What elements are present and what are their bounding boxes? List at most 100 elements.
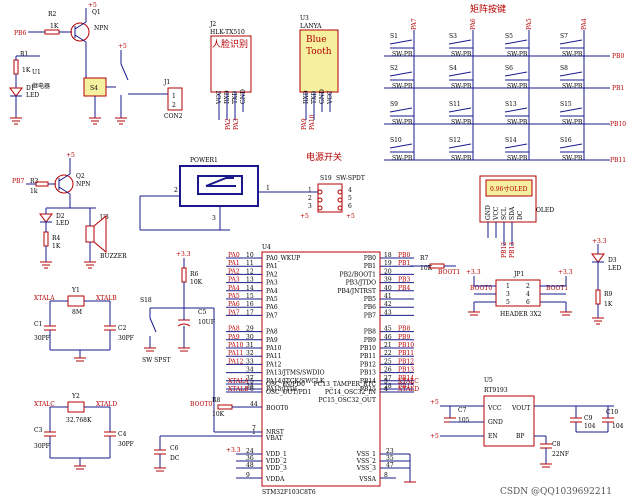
mcu-body bbox=[261, 251, 381, 487]
r7-label: R7 bbox=[420, 255, 429, 262]
oled-ref: OLED bbox=[536, 207, 554, 214]
mcu-pin-name: PB7 bbox=[364, 312, 376, 319]
jp1-boot0: BOOT0 bbox=[470, 285, 492, 292]
mcu-pin-name: PC13_TAMPER_RTC bbox=[314, 381, 377, 388]
mcu-pin-name: OSC_OUT/PD1 bbox=[266, 389, 311, 396]
c2-label: C2 bbox=[118, 325, 127, 332]
crystal-y2-block: XTALC XTALD Y2 32.768K C3 30PF C4 30PF bbox=[34, 393, 134, 470]
mcu-pin-net: PA10 bbox=[228, 342, 244, 349]
j2-part: HLK-TX510 bbox=[210, 29, 245, 36]
mcu-pin-net: PA5 bbox=[228, 293, 240, 300]
svg-text:PA10: PA10 bbox=[309, 114, 316, 130]
d3-led bbox=[591, 253, 605, 263]
svg-text:1: 1 bbox=[172, 93, 176, 100]
svg-text:1: 1 bbox=[506, 283, 510, 290]
svg-text:PB13: PB13 bbox=[509, 242, 516, 258]
jp1-boot1: BOOT1 bbox=[546, 285, 568, 292]
mcu-pin-name: PA7 bbox=[266, 312, 278, 319]
reset-block: +3.3 R6 10K S18 SW SPST C5 10UF bbox=[140, 251, 262, 433]
s19-label: S19 bbox=[320, 175, 332, 182]
mcu-pin-number: 44 bbox=[250, 401, 258, 408]
svg-text:PA9: PA9 bbox=[301, 118, 308, 130]
key-type: SW-PB bbox=[451, 51, 472, 58]
mcu-pin-name: PA1 bbox=[266, 263, 278, 270]
bt-label2: Tooth bbox=[306, 47, 332, 57]
crystal-y1-block: XTALA XTALB Y1 8M C1 30PF C2 30PF bbox=[34, 287, 134, 362]
mcu-pin-name: VSS_3 bbox=[356, 465, 376, 472]
mcu-pin-number: 11 bbox=[246, 260, 254, 267]
mcu-pin-name: VSS_1 bbox=[356, 451, 376, 458]
mcu-pin-name: PB14 bbox=[360, 378, 376, 385]
r6-value: 10K bbox=[190, 279, 203, 286]
mcu-pin-net: PA9 bbox=[228, 334, 240, 341]
svg-text:2: 2 bbox=[174, 187, 178, 194]
key-type: SW-PB bbox=[507, 119, 528, 126]
matrix-title: 矩阵按键 bbox=[470, 3, 506, 15]
svg-text:PA2: PA2 bbox=[225, 118, 232, 130]
d2-label: D2 bbox=[56, 213, 65, 220]
j2-body bbox=[210, 35, 252, 93]
q1-label: Q1 bbox=[92, 9, 101, 16]
mcu-pin-net: XTALC bbox=[398, 378, 419, 385]
x1-a: XTALA bbox=[34, 295, 55, 302]
u5-in: +5 bbox=[430, 399, 439, 406]
mcu-pin-name: PA11 bbox=[266, 353, 281, 360]
mcu-pin-name: OSC_IN/PD0 bbox=[266, 381, 305, 388]
mcu-pin-net: PB4 bbox=[398, 285, 410, 292]
svg-text:VCC: VCC bbox=[487, 405, 502, 412]
svg-text:2: 2 bbox=[172, 102, 176, 109]
mcu-pin-net: PB0 bbox=[398, 252, 410, 259]
mcu-pin-number: 28 bbox=[384, 383, 392, 390]
r4-resistor bbox=[43, 231, 49, 247]
mcu-pin-name: PB9 bbox=[364, 337, 376, 344]
mcu-pin-net: XTALA bbox=[228, 378, 249, 385]
oled-body bbox=[479, 175, 537, 223]
q2-vcc: +5 bbox=[66, 152, 75, 159]
c1-label: C1 bbox=[34, 321, 42, 328]
mcu-pin-name: VDD_2 bbox=[265, 458, 287, 465]
svg-text:5: 5 bbox=[348, 195, 352, 202]
r9-value: 1K bbox=[604, 301, 613, 308]
key-type: SW-PB bbox=[392, 119, 413, 126]
mcu-pin-net: PA6 bbox=[228, 301, 240, 308]
mcu-pin-name: PB13 bbox=[360, 370, 376, 377]
c8-label: C8 bbox=[552, 441, 561, 448]
mcu-pin-number: 12 bbox=[246, 268, 254, 275]
net-pb0: PB0 bbox=[612, 53, 624, 60]
svg-text:3: 3 bbox=[212, 215, 216, 222]
relay-vcc: +5 bbox=[118, 43, 127, 50]
svg-text:GND: GND bbox=[488, 419, 503, 426]
svg-text:1: 1 bbox=[308, 187, 312, 194]
c10-value: 104 bbox=[612, 423, 624, 430]
mcu-pin-number: 26 bbox=[384, 367, 392, 374]
bt-part: LANYA bbox=[300, 23, 322, 30]
svg-text:PA3: PA3 bbox=[233, 118, 240, 130]
mcu-pin-net: PB10 bbox=[398, 342, 414, 349]
power-ref: POWER1 bbox=[190, 157, 218, 164]
net-pa7: PA7 bbox=[411, 18, 418, 30]
mcu-pin-name: BOOT0 bbox=[266, 405, 288, 412]
mcu-pin-net: XTALD bbox=[398, 386, 419, 393]
d3-led-block: +3.3 D3 LED R9 1K bbox=[591, 238, 621, 325]
y2-freq: 32.768K bbox=[66, 417, 92, 424]
key-label: S1 bbox=[390, 33, 398, 40]
net-pb7: PB7 bbox=[12, 178, 24, 185]
svg-text:VCC: VCC bbox=[493, 206, 500, 221]
mcu-pin-number: 10 bbox=[246, 252, 254, 259]
mcu-pin-number: 27 bbox=[384, 375, 392, 382]
key-switches: S1SW-PBS3SW-PBS5SW-PBS7SW-PBS2SW-PBS4SW-… bbox=[389, 33, 584, 162]
mcu-pin-name: PC14_OSC32_IN bbox=[325, 389, 376, 396]
mcu-pin-number: 47 bbox=[386, 462, 394, 469]
c10-label: C10 bbox=[606, 409, 618, 416]
q1-type: NPN bbox=[94, 25, 109, 32]
d1-label: D1 bbox=[26, 85, 35, 92]
q1-vcc: +5 bbox=[88, 2, 97, 9]
